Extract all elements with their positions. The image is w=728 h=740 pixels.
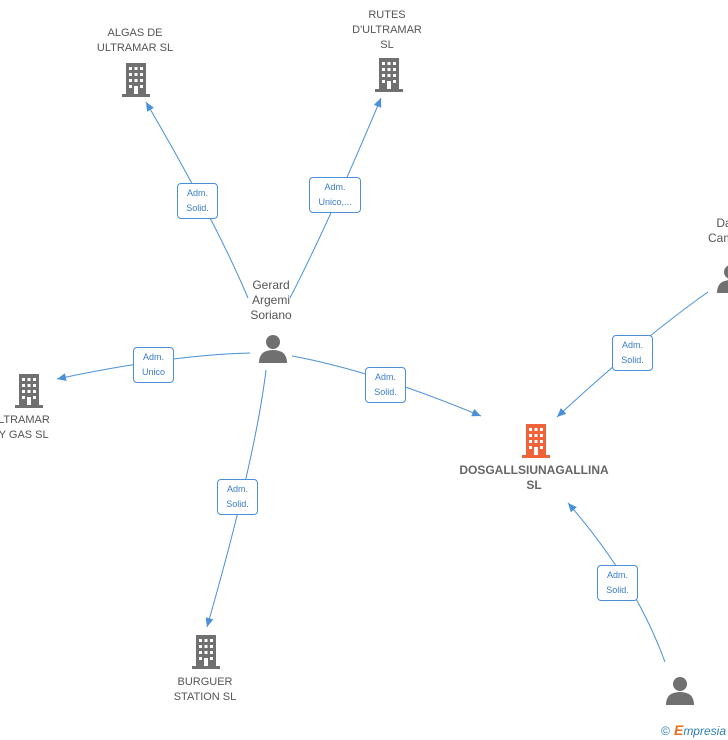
edge-label-gerard-main[interactable]: Adm. Solid. (365, 367, 406, 403)
copyright-symbol: © (661, 724, 670, 738)
person-label-gerard[interactable]: Gerard Argemi Soriano (250, 278, 292, 322)
edge-label-gerard-ultramar-gas[interactable]: Adm. Unico (133, 347, 174, 383)
main-company-label[interactable]: DOSGALLSIUNAGALLINA SL (459, 463, 609, 492)
edge-label-gerard-burguer[interactable]: Adm. Solid. (217, 479, 258, 515)
building-icon (192, 635, 220, 669)
edge-label-bottom-main[interactable]: Adm. Solid. (597, 565, 638, 601)
company-label-rutes[interactable]: RUTES D'ULTRAMAR SL (352, 9, 422, 51)
person-icon[interactable] (258, 333, 288, 363)
brand-logo-initial: E (673, 722, 684, 738)
company-label-ultramar-gas[interactable]: ULTRAMAR BY GAS SL (0, 414, 50, 441)
building-icon[interactable] (521, 424, 551, 458)
company-label-algas[interactable]: ALGAS DE ULTRAMAR SL (96, 27, 174, 54)
person-icon[interactable] (716, 263, 728, 293)
company-label-burguer[interactable]: BURGUER STATION SL (173, 676, 237, 703)
building-icon (122, 63, 150, 97)
building-icon (15, 374, 43, 408)
brand-footer[interactable]: ©Empresia (661, 722, 726, 738)
person-icon[interactable] (665, 675, 695, 705)
brand-name: mpresia (683, 724, 726, 738)
edge-label-gerard-algas[interactable]: Adm. Solid. (177, 183, 218, 219)
edge-label-dacamp-main[interactable]: Adm. Solid. (612, 335, 653, 371)
edge-label-gerard-rutes[interactable]: Adm. Unico,... (309, 177, 361, 213)
building-icon (375, 58, 403, 92)
person-label-da-camp[interactable]: Da Camp (707, 216, 728, 245)
